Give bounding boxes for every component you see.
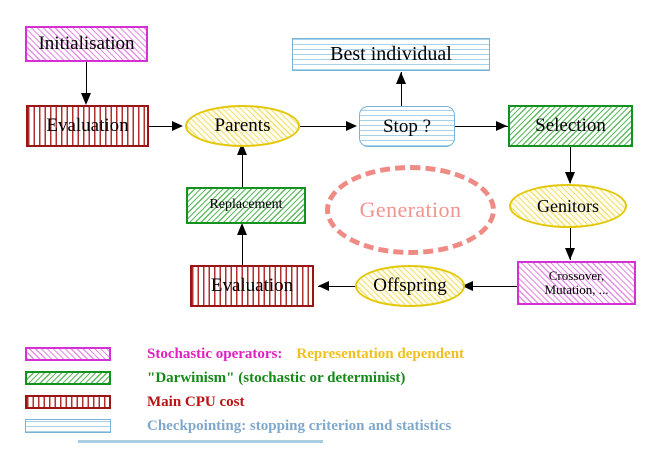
- bottom-rule: [78, 440, 323, 443]
- legend-swatch-green-hatch: [25, 371, 111, 385]
- node-replacement-label: Replacement: [209, 197, 283, 213]
- arrowhead-left-offspring: [462, 281, 473, 291]
- generation-ring: Generation: [325, 165, 496, 255]
- edge-stop-to-best-individual: [401, 72, 402, 108]
- edge-replacement-to-parents: [242, 146, 243, 188]
- node-offspring-label: Offspring: [373, 275, 447, 297]
- node-replacement[interactable]: Replacement: [186, 187, 306, 224]
- legend-text-cpu-cost-primary: Main CPU cost: [147, 393, 245, 410]
- edge-evaluation-to-parents: [149, 126, 179, 127]
- node-crossover-mutation-label: Crossover, Mutation, ...: [544, 268, 609, 297]
- legend-text-cpu-cost: Main CPU cost: [147, 394, 245, 411]
- node-best-individual[interactable]: Best individual: [292, 38, 490, 71]
- legend-text-checkpointing-primary: Checkpointing: stopping criterion and st…: [147, 417, 452, 434]
- arrowhead-left-evaluation-bottom: [318, 281, 329, 291]
- node-initialisation[interactable]: Initialisation: [25, 26, 148, 62]
- edge-stop-to-selection: [455, 126, 508, 127]
- legend-swatch-blue-hatch: [25, 419, 111, 433]
- node-parents-label: Parents: [214, 115, 271, 137]
- generation-label: Generation: [359, 197, 462, 222]
- arrowhead-down-crossover: [565, 248, 575, 260]
- arrowhead-up-replacement: [237, 223, 247, 235]
- arrowhead-right-stop: [346, 121, 357, 131]
- node-selection[interactable]: Selection: [508, 105, 633, 147]
- node-parents[interactable]: Parents: [185, 105, 300, 147]
- edge-parents-to-stop: [300, 126, 353, 127]
- node-genitors-label: Genitors: [537, 195, 599, 216]
- node-evaluation-top-label: Evaluation: [46, 115, 129, 137]
- legend-swatch-red-hatch: [25, 395, 111, 409]
- legend-text-stochastic: Stochastic operators: Representation depe…: [147, 346, 464, 363]
- node-genitors[interactable]: Genitors: [509, 184, 627, 228]
- legend-row-checkpointing: Checkpointing: stopping criterion and st…: [25, 418, 451, 434]
- edge-initialisation-to-evaluation: [86, 62, 87, 96]
- node-initialisation-label: Initialisation: [38, 33, 135, 55]
- node-offspring[interactable]: Offspring: [355, 265, 465, 307]
- edge-evaluation-to-replacement: [242, 225, 243, 267]
- legend-text-checkpointing: Checkpointing: stopping criterion and st…: [147, 418, 451, 435]
- legend-row-cpu-cost: Main CPU cost: [25, 394, 245, 410]
- edge-genitors-to-crossover: [570, 228, 571, 260]
- arrowhead-right-parents: [172, 121, 183, 131]
- node-evaluation-top[interactable]: Evaluation: [26, 105, 149, 147]
- node-stop[interactable]: Stop ?: [359, 106, 455, 147]
- node-best-individual-label: Best individual: [330, 43, 452, 65]
- node-stop-label: Stop ?: [382, 115, 432, 137]
- arrowhead-down-evaluation-top: [81, 93, 91, 105]
- legend-text-darwinism-primary: "Darwinism" (stochastic or determinist): [147, 369, 406, 386]
- node-selection-label: Selection: [535, 115, 606, 137]
- node-evaluation-bottom[interactable]: Evaluation: [190, 265, 314, 307]
- edge-selection-to-genitors: [570, 147, 571, 183]
- node-crossover-mutation[interactable]: Crossover, Mutation, ...: [517, 261, 636, 305]
- edge-crossover-to-offspring: [462, 286, 518, 287]
- arrowhead-down-genitors: [565, 172, 575, 184]
- legend-text-darwinism: "Darwinism" (stochastic or determinist): [147, 370, 405, 387]
- arrowhead-right-selection: [496, 121, 507, 131]
- node-evaluation-bottom-label: Evaluation: [210, 275, 294, 297]
- arrowhead-up-best-individual: [396, 72, 406, 84]
- arrowhead-up-parents: [237, 143, 247, 155]
- legend-swatch-magenta-hatch: [25, 347, 111, 361]
- legend-row-stochastic: Stochastic operators: Representation depe…: [25, 346, 464, 362]
- legend-text-stochastic-primary: Stochastic operators:: [147, 345, 283, 362]
- legend-row-darwinism: "Darwinism" (stochastic or determinist): [25, 370, 405, 386]
- edge-offspring-to-evaluation: [318, 286, 360, 287]
- legend-text-stochastic-secondary: Representation dependent: [296, 345, 465, 362]
